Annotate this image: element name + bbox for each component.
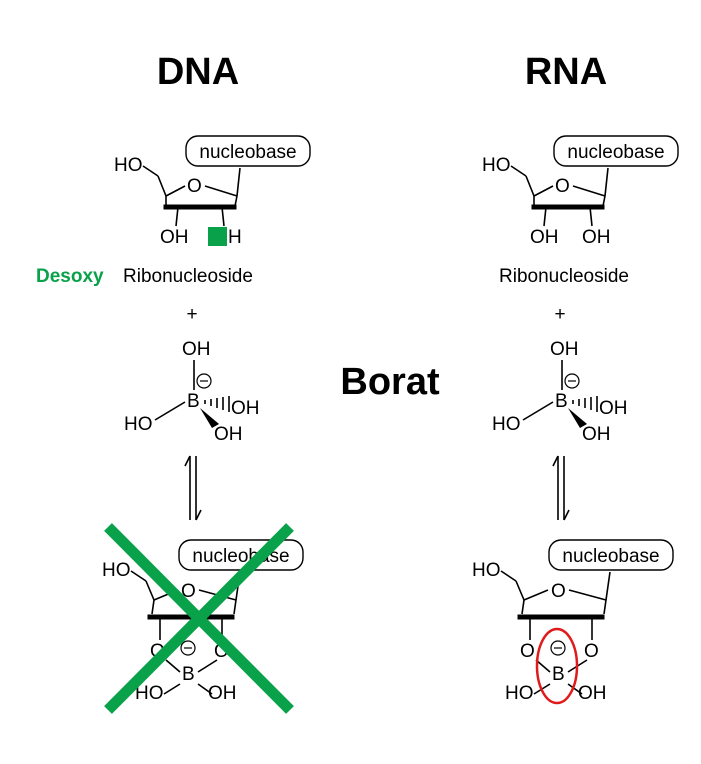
dna-ch2-bond xyxy=(142,165,159,177)
dna-equilibrium-arrow xyxy=(184,455,202,521)
rna-product-o-right: O xyxy=(584,641,599,662)
borat-heading: Borat xyxy=(340,361,440,403)
rna-label-main: Ribonucleoside xyxy=(499,266,629,287)
rna-product-charge-icon xyxy=(550,640,566,656)
dna-product-ho-bottom: HO xyxy=(135,683,164,704)
rna-nucleobase-label: nucleobase xyxy=(567,142,664,163)
dna-oh-bond xyxy=(175,206,179,227)
rna-product-ho-label: HO xyxy=(472,560,501,581)
rna-borate-oh-top: OH xyxy=(550,339,579,360)
dna-nucleoside: nucleobase HO O OH H xyxy=(114,135,311,248)
dna-ring-o: O xyxy=(187,176,202,197)
dna-plus: + xyxy=(186,304,197,325)
dna-nucleobase-box xyxy=(185,135,311,167)
rna-borate-highlight-ellipse xyxy=(535,627,579,705)
dna-heading: DNA xyxy=(157,51,239,93)
rna-borate-charge-icon xyxy=(564,373,580,389)
dna-product-ho-label: HO xyxy=(102,560,131,581)
dna-borate-oh-bottom: OH xyxy=(214,424,243,445)
dna-borate-oh-right: OH xyxy=(231,398,260,419)
rna-product-o-left: O xyxy=(520,641,535,662)
dna-borate: OH B HO OH OH xyxy=(124,339,260,445)
rna-product-nucleobase-label: nucleobase xyxy=(562,546,659,567)
rna-borate: OH B HO OH OH xyxy=(492,339,628,445)
dna-ho-label: HO xyxy=(114,155,143,176)
green-cross-icon xyxy=(104,523,294,714)
dna-borate-wedge-bond xyxy=(200,408,219,428)
rna-nucleobase-box xyxy=(553,135,679,167)
rna-ho-label: HO xyxy=(482,155,511,176)
rna-plus: + xyxy=(554,304,565,325)
rna-borate-wedge-bond xyxy=(568,408,587,428)
dna-borate-hash-bond xyxy=(204,396,230,412)
rna-heading: RNA xyxy=(525,51,607,93)
dna-c4-bond xyxy=(157,175,167,197)
dna-label-main: Ribonucleoside xyxy=(123,266,253,287)
rna-oh-left: OH xyxy=(530,227,559,248)
dna-borate-ho-left: HO xyxy=(124,414,153,435)
dna-ring-bond-1 xyxy=(165,185,186,197)
dna-oh-label: OH xyxy=(160,227,189,248)
rna-borate-hash-bond xyxy=(572,396,598,412)
rna-oh-right: OH xyxy=(582,227,611,248)
dna-base-bond xyxy=(236,167,241,197)
dna-borate-bond-left xyxy=(154,401,186,421)
rna-product-ho-bottom: HO xyxy=(505,683,534,704)
dna-borate-charge-icon xyxy=(196,373,212,389)
rna-product: nucleobase HO O O O B HO OH xyxy=(472,539,674,705)
dna-label-prefix: Desoxy xyxy=(36,266,104,287)
dna-right-side xyxy=(234,195,238,207)
dna-h-bond xyxy=(221,206,225,227)
dna-borate-oh-top: OH xyxy=(182,339,211,360)
dna-product-charge-icon xyxy=(180,640,196,656)
rna-ring-o: O xyxy=(555,176,570,197)
rna-product-oh-bottom: OH xyxy=(578,683,607,704)
dna-borate-b: B xyxy=(187,391,200,412)
dna-missing-oh-marker xyxy=(208,227,227,246)
rna-product-nucleobase-box xyxy=(548,539,674,571)
rna-nucleoside: nucleobase HO O OH OH xyxy=(482,135,679,248)
rna-product-ring-o: O xyxy=(551,581,566,602)
dna-h-label: H xyxy=(228,227,242,248)
dna-ring-bond-2 xyxy=(204,185,238,197)
rna-borate-oh-bottom: OH xyxy=(582,424,611,445)
dna-product-oh-bottom: OH xyxy=(208,683,237,704)
rna-borate-b: B xyxy=(555,391,568,412)
dna-product-b: B xyxy=(182,664,195,685)
rna-borate-oh-right: OH xyxy=(599,398,628,419)
rna-equilibrium-arrow xyxy=(552,455,570,521)
dna-nucleobase-label: nucleobase xyxy=(199,142,296,163)
rna-borate-ho-left: HO xyxy=(492,414,521,435)
rna-product-b: B xyxy=(552,664,565,685)
